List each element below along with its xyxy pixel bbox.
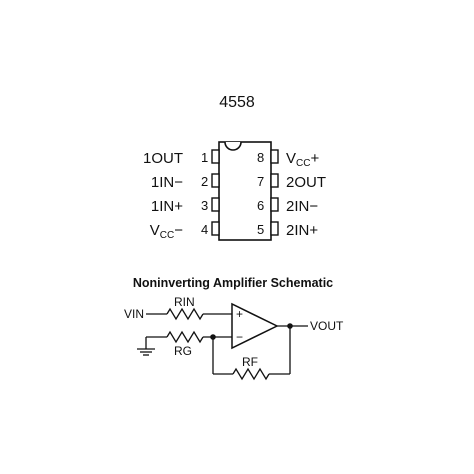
rg-resistor	[166, 330, 204, 344]
junction-dot-output	[287, 323, 293, 329]
op-amp-minus-sign: −	[236, 330, 243, 344]
pin-stub-8	[270, 149, 279, 164]
pin-label-1: 1OUT	[143, 150, 183, 167]
pin-label-4: VCC−	[150, 222, 183, 241]
left-pin-stubs	[211, 149, 220, 236]
pin-stub-1	[211, 149, 220, 164]
rf-label: RF	[242, 355, 258, 369]
right-pin-stubs	[270, 149, 279, 236]
pin-stub-3	[211, 197, 220, 212]
pin-label-5: 2IN+	[286, 222, 318, 239]
pin-number-5: 5	[257, 222, 264, 237]
pin-stub-5	[270, 221, 279, 236]
rg-label: RG	[174, 344, 192, 358]
pin-number-4: 4	[201, 222, 208, 237]
pin-number-3: 3	[201, 198, 208, 213]
junction-dot-input	[210, 334, 216, 340]
vout-label: VOUT	[310, 319, 344, 333]
dip8-package	[218, 141, 272, 241]
pin-label-6: 2IN−	[286, 198, 318, 215]
pin-number-8: 8	[257, 150, 264, 165]
pin-label-7: 2OUT	[286, 174, 326, 191]
pin-label-3: 1IN+	[151, 198, 183, 215]
op-amp-triangle	[231, 302, 279, 350]
vin-label: VIN	[124, 307, 144, 321]
pin-stub-4	[211, 221, 220, 236]
pin-label-2: 1IN−	[151, 174, 183, 191]
pin-label-8: VCC+	[286, 150, 319, 169]
rin-resistor	[166, 307, 204, 321]
pin-stub-7	[270, 173, 279, 188]
pin-number-1: 1	[201, 150, 208, 165]
rf-resistor	[232, 367, 270, 381]
ground-icon	[137, 348, 155, 356]
pin1-notch	[224, 141, 242, 151]
pin-stub-6	[270, 197, 279, 212]
pin-number-6: 6	[257, 198, 264, 213]
op-amp-plus-sign: +	[236, 307, 243, 321]
rin-label: RIN	[174, 295, 195, 309]
pin-stub-2	[211, 173, 220, 188]
pin-number-7: 7	[257, 174, 264, 189]
schematic-wires	[145, 307, 308, 381]
part-number: 4558	[219, 94, 255, 111]
pin-number-2: 2	[201, 174, 208, 189]
schematic-title: Noninverting Amplifier Schematic	[133, 276, 333, 290]
